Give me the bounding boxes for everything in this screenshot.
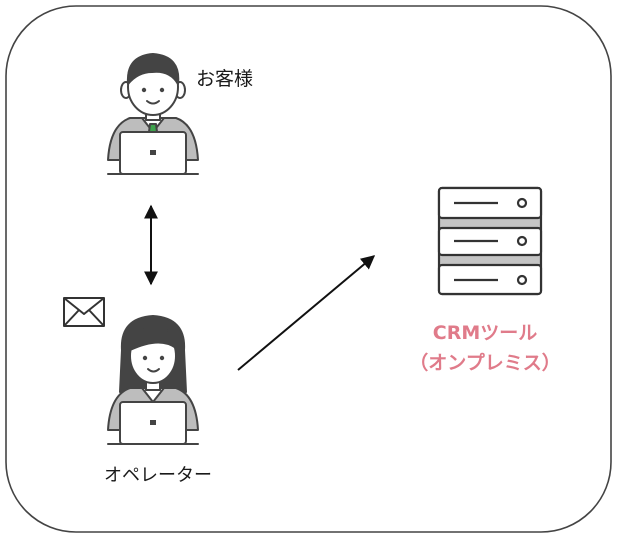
man-with-laptop-icon	[107, 53, 199, 175]
operator-label: オペレーター	[104, 465, 212, 486]
crm-tool-deployment: （オンプレミス）	[409, 352, 561, 374]
customer-label: お客様	[196, 68, 254, 90]
server-rack-icon	[437, 186, 543, 296]
envelope-icon	[63, 297, 105, 327]
woman-with-laptop-icon	[107, 315, 199, 445]
crm-tool-label: CRMツール （オンプレミス）	[400, 318, 570, 378]
crm-tool-name: CRMツール	[432, 322, 538, 344]
operator-to-crm-arrow	[237, 255, 376, 371]
